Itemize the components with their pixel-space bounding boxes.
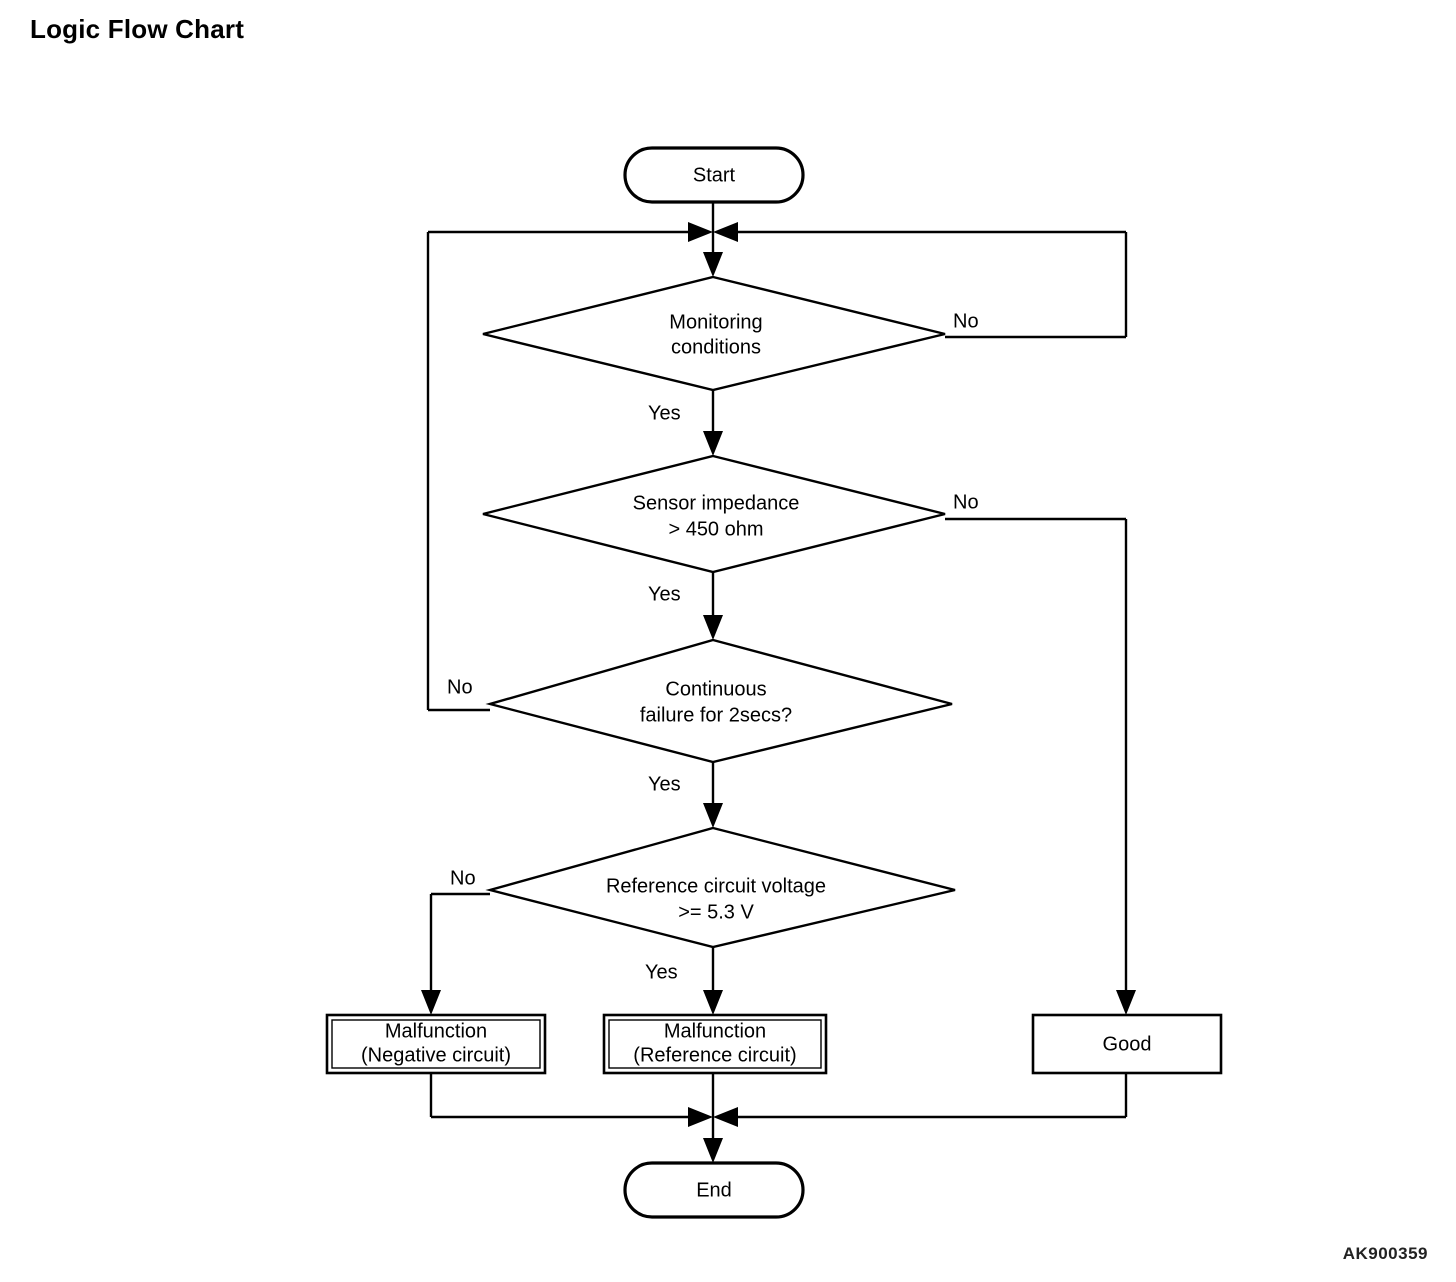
node-end[interactable]: End: [623, 1161, 805, 1219]
branch-label-continuous-yes: Yes: [648, 773, 681, 795]
monitoring-shape: [482, 275, 946, 392]
arrow-into-good: [1116, 990, 1136, 1015]
start-label: Start: [693, 164, 736, 186]
junction-arrow-right-bottom: [713, 1107, 738, 1127]
end-shape: [623, 1161, 805, 1219]
malf-negative-label-line2: (Negative circuit): [361, 1044, 511, 1066]
branch-label-reference-no: No: [450, 867, 476, 889]
arrow-into-malf-reference: [703, 990, 723, 1015]
watermark-code: AK900359: [1342, 1244, 1428, 1263]
reference-label-line2: >= 5.3 V: [678, 901, 754, 923]
reference-shape: [485, 826, 956, 949]
node-sensor-impedance[interactable]: Sensor impedance > 450 ohm: [482, 454, 946, 574]
malf-negative-inner-border: [331, 1019, 541, 1069]
continuous-label-line2: failure for 2secs?: [640, 704, 792, 726]
branch-label-reference-yes: Yes: [645, 961, 678, 983]
arrow-into-malf-negative: [421, 990, 441, 1015]
reference-label-line1: Reference circuit voltage: [606, 875, 826, 897]
impedance-shape: [482, 454, 946, 574]
node-continuous-failure[interactable]: Continuous failure for 2secs?: [485, 638, 953, 764]
good-label: Good: [1103, 1033, 1152, 1055]
monitoring-label-line2: conditions: [671, 336, 761, 358]
branch-label-impedance-no: No: [953, 491, 979, 513]
arrow-into-impedance: [703, 431, 723, 456]
impedance-label-line2: > 450 ohm: [668, 518, 763, 540]
impedance-label-line1: Sensor impedance: [633, 492, 800, 514]
connector-layer: [421, 202, 1136, 1163]
node-malfunction-negative-circuit[interactable]: Malfunction (Negative circuit): [325, 1013, 547, 1075]
good-shape: [1031, 1013, 1223, 1075]
branch-label-monitoring-yes: Yes: [648, 402, 681, 424]
start-shape: [623, 146, 805, 204]
branch-label-continuous-no: No: [447, 676, 473, 698]
arrow-into-end: [703, 1138, 723, 1163]
node-malfunction-reference-circuit[interactable]: Malfunction (Reference circuit): [602, 1013, 828, 1075]
arrow-into-continuous: [703, 615, 723, 640]
arrow-into-monitoring: [703, 252, 723, 277]
branch-label-layer: No Yes No Yes No Yes No Yes: [447, 310, 979, 983]
malf-reference-label-line1: Malfunction: [664, 1020, 766, 1042]
malf-reference-inner-border: [608, 1019, 822, 1069]
node-good[interactable]: Good: [1031, 1013, 1223, 1075]
junction-arrow-left-bottom: [688, 1107, 713, 1127]
continuous-shape: [485, 638, 953, 764]
malf-reference-label-line2: (Reference circuit): [633, 1044, 796, 1066]
junction-arrow-left-top: [688, 222, 713, 242]
branch-label-impedance-yes: Yes: [648, 583, 681, 605]
page-title: Logic Flow Chart: [30, 14, 245, 44]
node-start[interactable]: Start: [623, 146, 805, 204]
node-monitoring-conditions[interactable]: Monitoring conditions: [482, 275, 946, 392]
node-reference-circuit-voltage[interactable]: Reference circuit voltage >= 5.3 V: [485, 826, 956, 949]
branch-label-monitoring-no: No: [953, 310, 979, 332]
monitoring-label-line1: Monitoring: [669, 311, 762, 333]
malf-negative-label-line1: Malfunction: [385, 1020, 487, 1042]
continuous-label-line1: Continuous: [665, 678, 766, 700]
arrow-into-reference: [703, 803, 723, 828]
end-label: End: [696, 1179, 732, 1201]
junction-arrow-right-top: [713, 222, 738, 242]
